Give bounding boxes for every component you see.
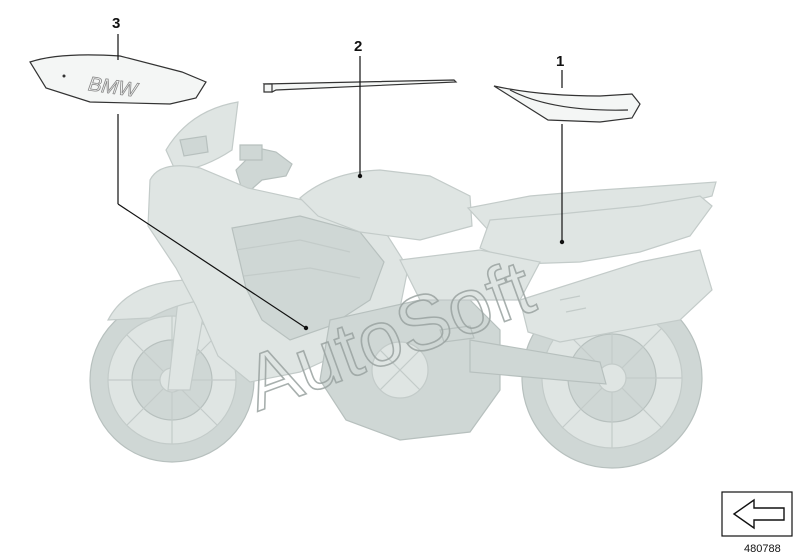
exhaust (519, 249, 713, 343)
swingarm (469, 339, 607, 385)
fairing-side-panel (231, 215, 385, 341)
callout-2[interactable]: 2 (354, 38, 362, 55)
decal-1-side[interactable] (493, 85, 641, 123)
back-arrow-button[interactable] (721, 491, 793, 537)
callout-3[interactable]: 3 (112, 15, 120, 32)
motorcycle-illustration (89, 101, 717, 469)
footpeg (439, 325, 475, 343)
fuel-tank (299, 169, 473, 241)
diagram-id: 480788 (744, 543, 781, 555)
callout-1[interactable]: 1 (556, 53, 564, 70)
brake-reservoir (239, 144, 263, 161)
leader-lines (117, 34, 565, 331)
decal-3-bmw[interactable]: BMW (29, 54, 207, 105)
mirror (179, 135, 209, 157)
arrow-left-icon (732, 498, 785, 530)
